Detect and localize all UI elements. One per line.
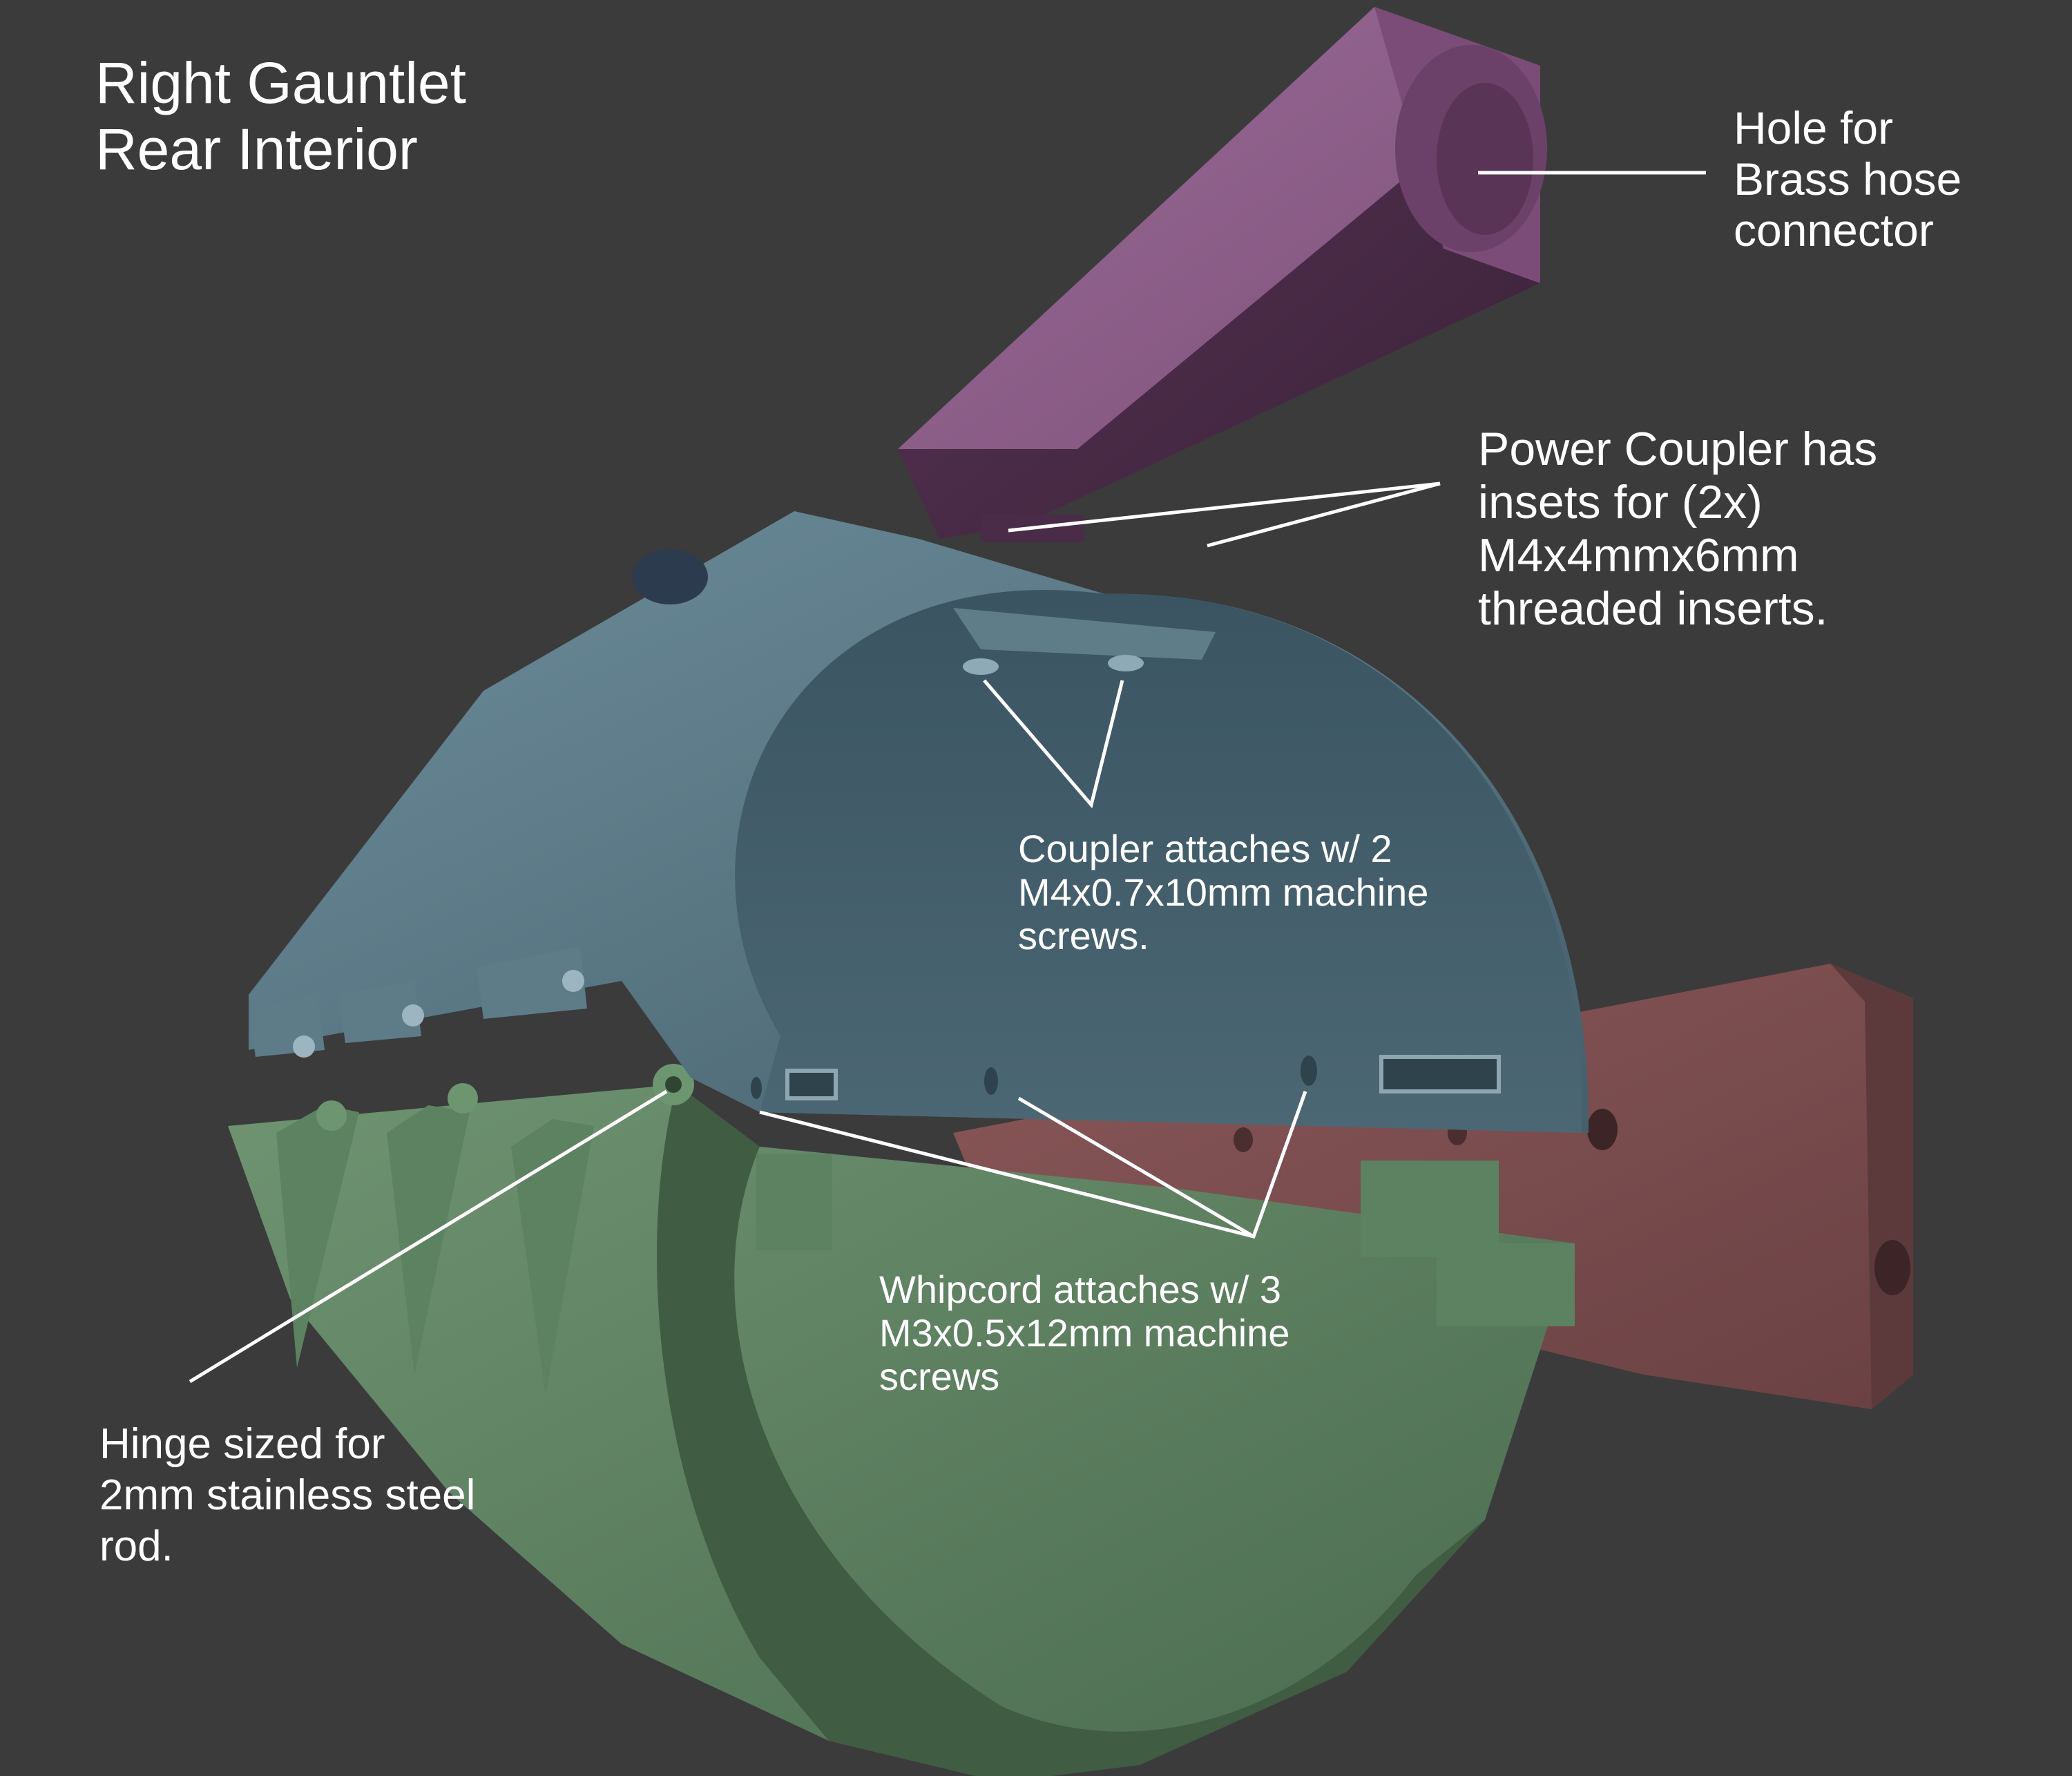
power-coupler <box>898 7 1547 542</box>
screw-hole <box>1234 1127 1253 1152</box>
lower-gauntlet-shell <box>228 1064 1575 1776</box>
screw-hole <box>963 658 999 675</box>
leader-lines <box>189 171 1706 1384</box>
knob <box>632 549 708 604</box>
leader-whipcord-mid <box>1017 1096 1255 1239</box>
leader-power-2 <box>1207 481 1441 548</box>
leader-power-1 <box>1008 481 1441 533</box>
upper-gauntlet-shell <box>249 511 1589 1133</box>
hole-callout: Hole for Brass hose connector <box>1734 102 1962 256</box>
screw-hole <box>1108 655 1144 671</box>
whipcord-callout: Whipcord attaches w/ 3 M3x0.5x12mm machi… <box>879 1268 1290 1398</box>
screw-hole <box>1874 1240 1910 1295</box>
coupler-screws-callout: Coupler attaches w/ 2 M4x0.7x10mm machin… <box>1018 827 1429 957</box>
hinge-callout: Hinge sized for 2mm stainless steel rod. <box>99 1420 476 1570</box>
diagram-title: Right Gauntlet Rear Interior <box>95 50 466 182</box>
leader-coupler <box>983 679 1124 809</box>
screw-hole <box>1587 1109 1618 1150</box>
leader-hinge <box>189 1089 668 1384</box>
power-coupler-callout: Power Coupler has insets for (2x) M4x4mm… <box>1478 423 1878 635</box>
coupler-mount <box>953 608 1216 660</box>
